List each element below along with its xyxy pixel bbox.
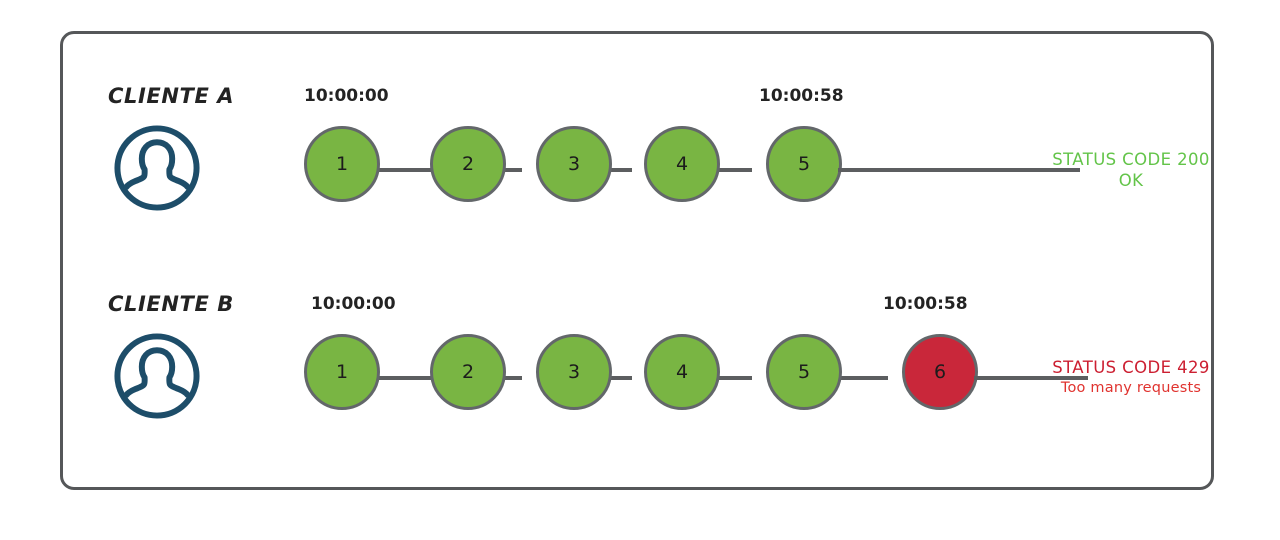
status-code-text: STATUS CODE 429 (1052, 358, 1210, 377)
request-node[interactable]: 2 (430, 126, 506, 202)
client-a-end-time: 10:00:58 (759, 86, 844, 106)
status-badge-b: STATUS CODE 429 Too many requests (1013, 358, 1249, 397)
client-b-end-time: 10:00:58 (883, 294, 968, 314)
request-node[interactable]: 4 (644, 126, 720, 202)
client-b-start-time: 10:00:00 (311, 294, 396, 314)
connector-line (838, 376, 888, 380)
request-node[interactable]: 5 (766, 126, 842, 202)
connector-line (694, 376, 752, 380)
connector-line (694, 168, 752, 172)
result-line-b (974, 376, 1088, 380)
connector-line (374, 168, 436, 172)
request-node[interactable]: 5 (766, 334, 842, 410)
status-code-text: STATUS CODE 200 (1052, 150, 1210, 169)
request-node[interactable]: 2 (430, 334, 506, 410)
user-avatar-icon (111, 330, 203, 422)
request-node[interactable]: 3 (536, 126, 612, 202)
request-node[interactable]: 1 (304, 126, 380, 202)
client-b-label: CLIENTE B (108, 292, 234, 316)
request-node[interactable]: 4 (644, 334, 720, 410)
request-node[interactable]: 1 (304, 334, 380, 410)
request-node[interactable]: 3 (536, 334, 612, 410)
client-row-a: CLIENTE A 10:00:00 10:00:58 1 2 3 4 5 (63, 84, 1211, 284)
client-a-label: CLIENTE A (108, 84, 235, 108)
client-row-b: CLIENTE B 10:00:00 10:00:58 1 2 3 4 5 (63, 292, 1211, 492)
status-message-text: Too many requests (1060, 379, 1202, 396)
request-node-rate-limited[interactable]: 6 (902, 334, 978, 410)
result-line-a (838, 168, 1080, 172)
user-avatar-icon (111, 122, 203, 214)
status-message-text: OK (1118, 170, 1144, 190)
diagram-panel: CLIENTE A 10:00:00 10:00:58 1 2 3 4 5 (60, 31, 1214, 490)
client-a-start-time: 10:00:00 (304, 86, 389, 106)
connector-line (374, 376, 436, 380)
status-badge-a: STATUS CODE 200 OK (1015, 150, 1247, 191)
